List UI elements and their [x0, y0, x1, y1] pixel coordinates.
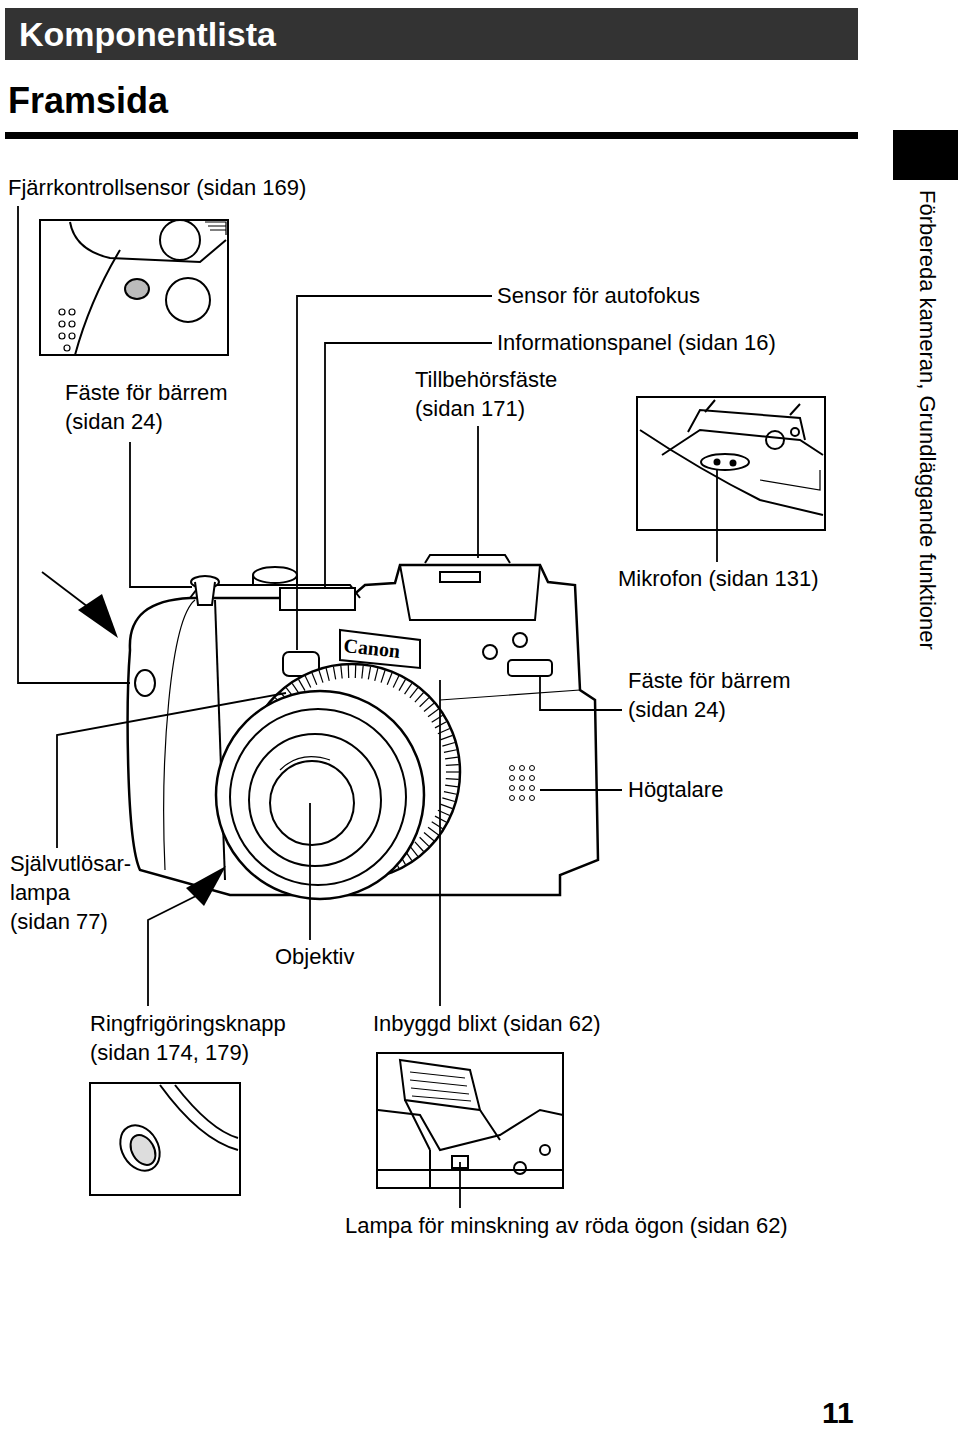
knurl-line [348, 665, 350, 678]
knurl-line [415, 692, 424, 702]
part-label: Fäste för bärrem (sidan 24) [65, 378, 265, 436]
part-label: Ringfrigöringsknapp (sidan 174, 179) [90, 1009, 330, 1067]
knurl-line [393, 676, 399, 688]
knurl-line [319, 670, 323, 682]
knurl-line [428, 709, 439, 717]
knurl-line [420, 837, 429, 846]
hot-shoe-inset [637, 397, 825, 530]
ring-release-inset [90, 1083, 240, 1195]
knurl-line [381, 670, 385, 682]
knurl-line [445, 757, 458, 759]
knurl-line [362, 666, 363, 679]
knurl-line [444, 750, 457, 753]
part-label: Mikrofon (sidan 131) [618, 564, 819, 593]
knurl-line [432, 715, 443, 722]
knurl-line [446, 778, 459, 780]
page-number: 11 [822, 1396, 854, 1430]
leader-lines [18, 206, 717, 1208]
knurl-line [387, 673, 392, 685]
knurl-line [305, 676, 311, 688]
page-heading: Framsida [8, 78, 168, 124]
knurl-line [355, 665, 357, 678]
part-label: Tillbehörsfäste (sidan 171) [415, 365, 590, 423]
side-tab [893, 130, 958, 180]
knurl-line [446, 764, 459, 766]
header-text: Komponentlista [19, 14, 858, 54]
knurl-line [444, 792, 457, 795]
knurl-line [368, 667, 370, 680]
knurl-line [442, 798, 454, 802]
knurl-line [341, 666, 342, 679]
part-label: Lampa för minskning av röda ögon (sidan … [345, 1211, 788, 1240]
part-label: Fäste för bärrem (sidan 24) [628, 666, 828, 724]
part-label: Sensor för autofokus [497, 281, 700, 310]
knurl-line [446, 771, 459, 772]
knurl-line [299, 679, 306, 690]
knurl-line [440, 804, 452, 808]
heading-rule [5, 132, 858, 139]
part-label: Informationspanel (sidan 16) [497, 328, 776, 357]
knurl-line [375, 668, 378, 681]
section-tab-text: Förbereda kameran, Grundläggande funktio… [913, 190, 942, 650]
part-label: Objektiv [275, 942, 354, 971]
knurl-line [326, 668, 329, 681]
remote-sensor-inset [40, 220, 228, 355]
knurl-line [428, 827, 439, 835]
part-label: Fjärrkontrollsensor (sidan 169) [8, 173, 306, 202]
camera-body [128, 555, 598, 895]
part-label: Självutlösar- lampa (sidan 77) [10, 849, 133, 936]
arrowhead [186, 866, 226, 906]
knurl-line [399, 679, 406, 690]
knurl-line [424, 703, 434, 711]
knurl-line [410, 688, 418, 698]
knurl-line [440, 735, 452, 739]
part-label: Högtalare [628, 775, 723, 804]
arrowhead [78, 594, 118, 638]
knurl-line [424, 832, 434, 840]
knurl-line [405, 683, 412, 694]
part-label: Inbyggd blixt (sidan 62) [373, 1009, 600, 1038]
knurl-line [333, 667, 335, 680]
popped-flash-inset [377, 1053, 563, 1188]
knurl-line [415, 842, 424, 852]
brand-logo: Canon [342, 633, 401, 663]
knurl-line [442, 743, 454, 747]
knurl-line [312, 673, 317, 685]
knurl-line [420, 698, 429, 707]
knurl-line [432, 822, 443, 829]
header-band: Komponentlista [5, 8, 858, 60]
knurl-line [445, 785, 458, 787]
